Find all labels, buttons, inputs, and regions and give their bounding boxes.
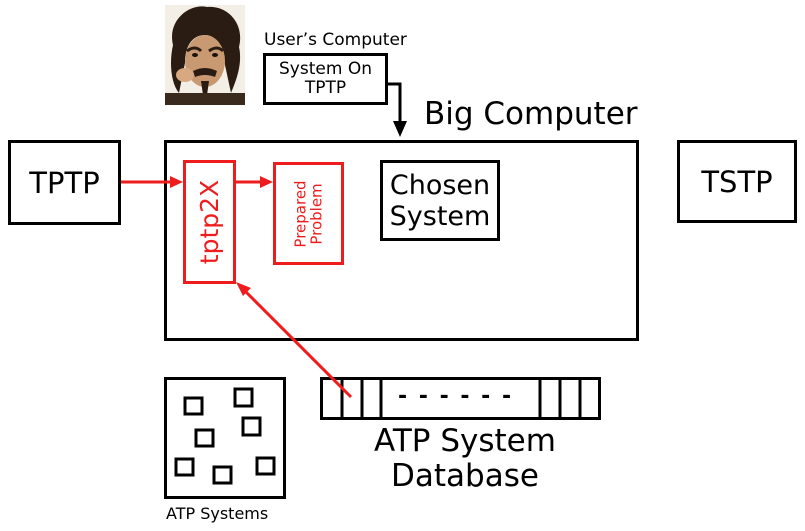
chosen-system-line2: System [389, 200, 491, 232]
atp-systems-label: ATP Systems [166, 504, 269, 523]
tstp-label: TSTP [701, 164, 773, 199]
tptp-to-tptp2x-arrow [121, 176, 183, 188]
prepared-problem-box [273, 162, 344, 265]
database-to-tptp2x-arrow [236, 282, 353, 399]
users-computer-arrow [388, 82, 407, 137]
big-computer-title: Big Computer [424, 96, 638, 132]
users-computer-label: User’s Computer [264, 30, 407, 50]
database-label: ATP System Database [350, 424, 580, 494]
user-photo [165, 5, 245, 105]
user-portrait-icon [165, 5, 245, 105]
atp-system-database [320, 377, 601, 420]
atp-systems-squares [174, 387, 276, 485]
system-on-tptp-line1: System On [279, 59, 372, 79]
system-on-tptp-box: System On TPTP [263, 53, 388, 105]
atp-system-square [174, 457, 195, 477]
database-label-line1: ATP System [374, 423, 556, 459]
chosen-system-box: Chosen System [380, 160, 500, 241]
chosen-system-line1: Chosen [389, 169, 491, 201]
database-dashes: - - - - - - [398, 384, 514, 409]
atp-system-square [255, 456, 276, 476]
tptp2x-to-prepared-arrow [236, 176, 273, 188]
tptp-box: TPTP [8, 140, 121, 225]
atp-system-square [183, 396, 204, 416]
atp-system-square [212, 465, 233, 485]
system-on-tptp-line2: TPTP [304, 78, 347, 98]
atp-system-square [241, 416, 262, 437]
atp-system-square [233, 387, 254, 408]
tstp-box: TSTP [677, 140, 797, 223]
tptp-label: TPTP [29, 165, 100, 200]
atp-system-square [194, 428, 215, 448]
tptp2x-box [183, 160, 236, 284]
database-cells [320, 377, 601, 420]
database-label-line2: Database [391, 458, 539, 494]
